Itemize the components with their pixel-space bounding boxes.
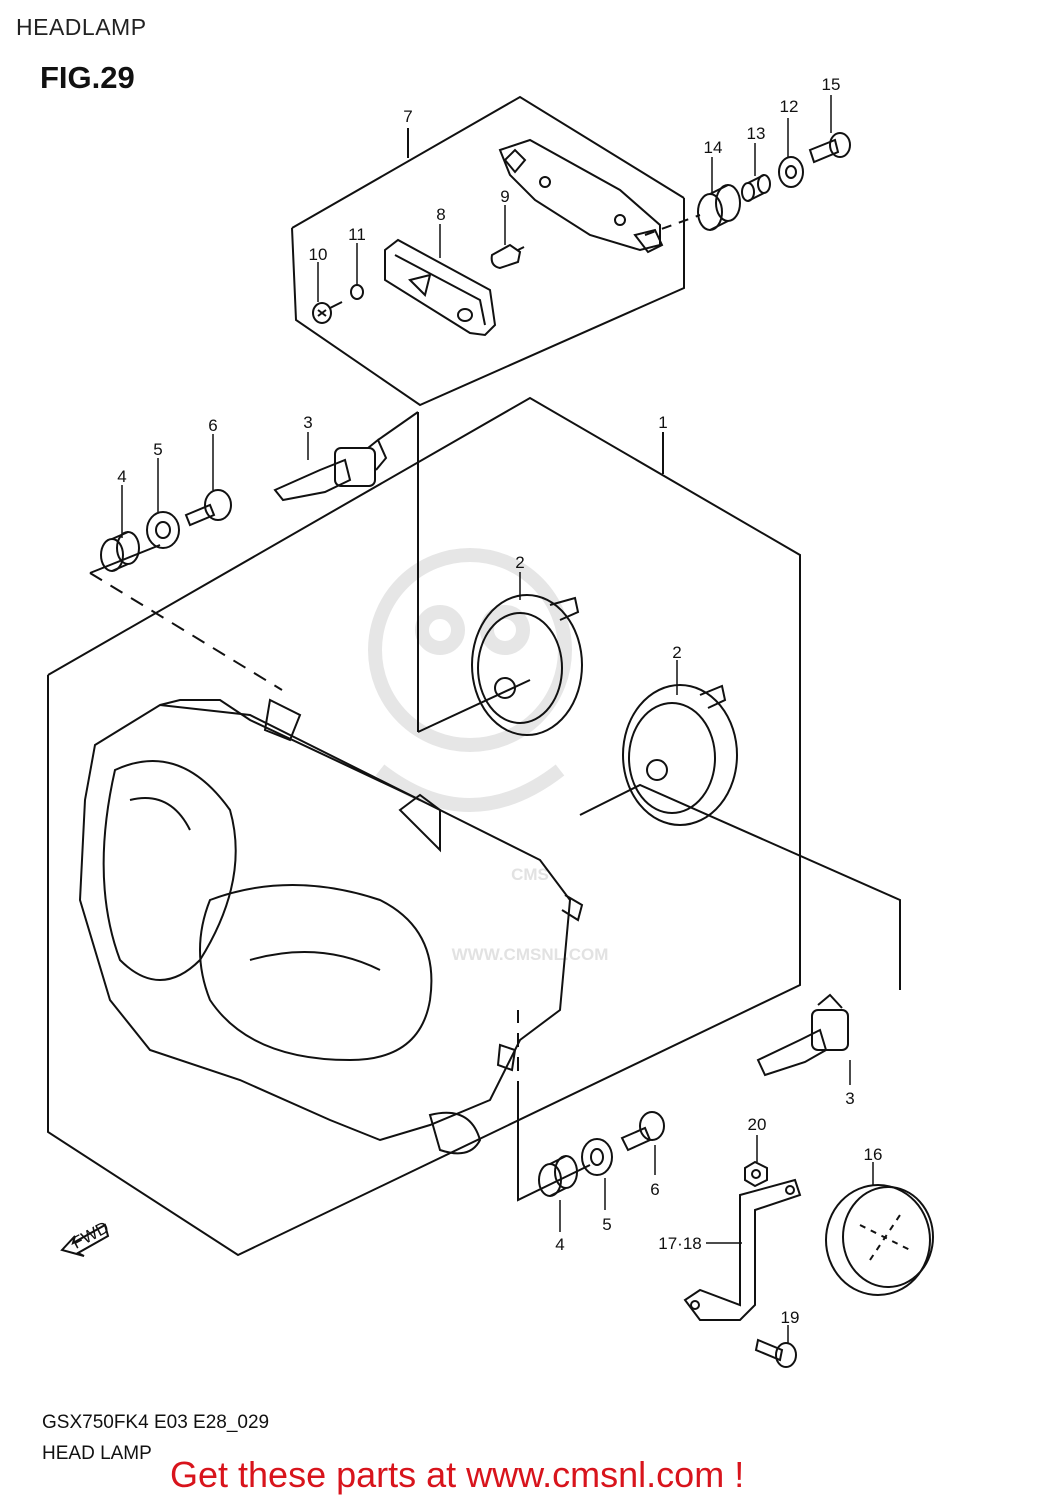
part10-screw [312, 301, 343, 324]
frame-lines [47, 95, 901, 1257]
part6-bolt-lower [620, 1111, 665, 1152]
part3-bulb-lower [756, 993, 849, 1077]
part2-socket-a [471, 594, 583, 736]
callout-leaders [121, 95, 874, 1343]
right-lens [199, 884, 433, 1062]
callout-4b: 4 [555, 1235, 564, 1254]
part6-bolt-upper [184, 489, 232, 527]
callout-9: 9 [500, 187, 509, 206]
part16-cap [825, 1184, 934, 1296]
watermark: CMS WWW.CMSNL.COM [368, 548, 609, 964]
housing-mount-lug [428, 1111, 482, 1155]
watermark-url: WWW.CMSNL.COM [452, 945, 609, 964]
part13-collar [741, 174, 771, 202]
callout-5b: 5 [602, 1215, 611, 1234]
inner-line-b [417, 679, 531, 733]
callout-6a: 6 [208, 416, 217, 435]
part12-washer [778, 156, 804, 188]
callout-2a: 2 [515, 553, 524, 572]
callout-10: 10 [309, 245, 328, 264]
watermark-logo-icon [368, 548, 572, 812]
part17-18-bracket [683, 1178, 802, 1321]
part15-bolt [808, 132, 851, 164]
inner-line-e [377, 411, 419, 441]
part7-box-top [291, 95, 685, 229]
part4-grommet-upper [100, 531, 140, 572]
callout-7: 7 [403, 107, 412, 126]
dashed-line-left [89, 572, 283, 691]
part5-washer-lower [581, 1138, 613, 1176]
inner-line-f [517, 1095, 591, 1202]
shop-banner-link[interactable]: Get these parts at www.cmsnl.com ! [170, 1454, 745, 1495]
part9-small-bulb [490, 243, 525, 270]
part3-bulb-upper [273, 438, 388, 502]
left-lens-reflector [129, 797, 191, 831]
fwd-label: FWD [69, 1218, 112, 1253]
part1-box [47, 396, 801, 1257]
part20-nut [744, 1160, 768, 1188]
inner-line-d [89, 544, 161, 574]
part14-grommet [697, 184, 741, 231]
right-lens-reflector [249, 951, 381, 971]
callout-20: 20 [748, 1115, 767, 1134]
callout-12: 12 [780, 97, 799, 116]
housing-tab [398, 793, 441, 853]
callout-17-18: 17·18 [658, 1234, 701, 1253]
part4-grommet-lower [538, 1155, 578, 1197]
callout-11: 11 [348, 225, 366, 244]
callout-14: 14 [704, 138, 723, 157]
callout-19: 19 [781, 1308, 800, 1327]
callout-1: 1 [658, 413, 667, 432]
inner-line-c [579, 783, 901, 990]
housing-side-post [561, 894, 584, 922]
housing-clip [496, 1043, 517, 1072]
figure-label: FIG.29 [40, 60, 135, 95]
callout-3b: 3 [845, 1089, 854, 1108]
callout-5a: 5 [153, 440, 162, 459]
headlamp-housing [78, 698, 584, 1155]
part5-washer-upper [146, 511, 180, 549]
footer-model-code: GSX750FK4 E03 E28_029 [42, 1412, 270, 1433]
callout-15: 15 [822, 75, 841, 94]
watermark-brand: CMS [511, 865, 549, 884]
callout-13: 13 [747, 124, 766, 143]
part7-position-lamp-bracket [498, 138, 664, 254]
callout-3a: 3 [303, 413, 312, 432]
callout-16: 16 [864, 1145, 883, 1164]
left-lens [102, 760, 237, 981]
part19-screw [754, 1338, 797, 1368]
fwd-arrow-icon: FWD [60, 1218, 112, 1257]
callout-4a: 4 [117, 467, 126, 486]
dashed-line-top [644, 214, 701, 236]
callout-2b: 2 [672, 643, 681, 662]
footer-diagram-name: HEAD LAMP [42, 1443, 152, 1464]
part11-washer [350, 284, 364, 300]
callout-8: 8 [436, 205, 445, 224]
housing-top-ridge [159, 699, 421, 801]
part2-socket-b [622, 684, 738, 826]
part7-box-lower [291, 198, 685, 407]
page-header-title: HEADLAMP [16, 14, 147, 40]
part8-position-lens [384, 238, 497, 337]
callout-6b: 6 [650, 1180, 659, 1199]
housing-outline [78, 703, 572, 1142]
housing-connector [263, 698, 302, 742]
